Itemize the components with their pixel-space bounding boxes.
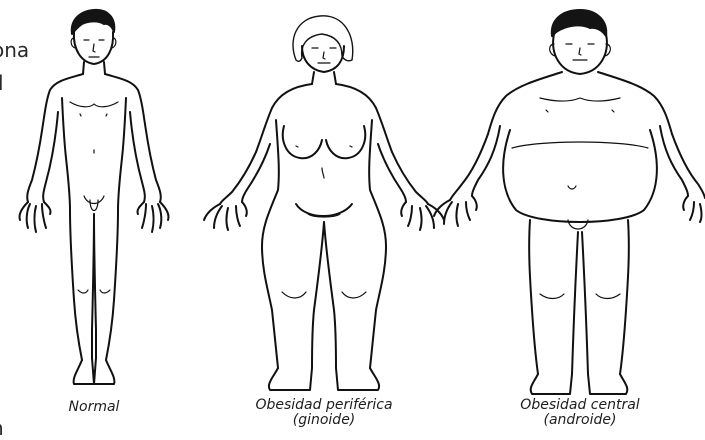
- caption-line: Obesidad central: [506, 398, 654, 413]
- caption-central-obesity: Obesidad central (androide): [506, 398, 654, 428]
- caption-line: (ginoide): [238, 413, 410, 428]
- caption-line: Normal: [54, 400, 134, 415]
- caption-line: (androide): [506, 413, 654, 428]
- caption-normal: Normal: [54, 400, 134, 415]
- caption-peripheral-obesity: Obesidad periférica (ginoide): [238, 398, 410, 428]
- caption-line: Obesidad periférica: [238, 398, 410, 413]
